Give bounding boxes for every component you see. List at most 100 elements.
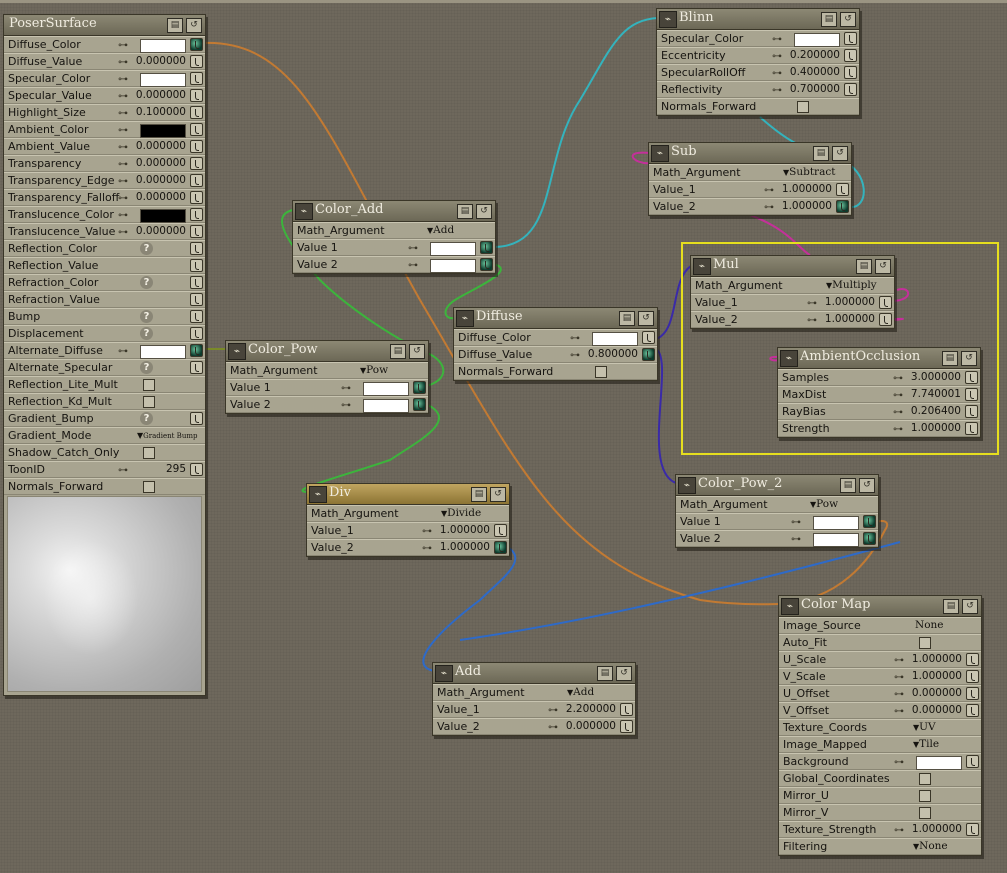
- color-swatch[interactable]: [916, 756, 962, 770]
- param-value[interactable]: 0.000000: [565, 720, 616, 732]
- input-plug-icon[interactable]: [190, 259, 203, 272]
- input-plug-icon[interactable]: [966, 653, 979, 666]
- color-map-titlebar[interactable]: ⌁ Color Map ▤ ↺: [779, 596, 981, 617]
- input-plug-icon[interactable]: [642, 331, 655, 344]
- param-row[interactable]: Value_1⊶2.200000: [433, 701, 635, 718]
- param-row[interactable]: Normals_Forward: [657, 98, 859, 115]
- input-plug-icon[interactable]: [965, 422, 978, 435]
- param-row[interactable]: Bump?: [4, 308, 205, 325]
- param-value[interactable]: 3.000000: [910, 371, 961, 383]
- param-row[interactable]: Gradient_Bump?: [4, 410, 205, 427]
- checkbox[interactable]: [919, 637, 931, 649]
- collapse-icon[interactable]: ▤: [840, 478, 856, 493]
- dropdown-select[interactable]: ▼None: [913, 840, 948, 852]
- param-row[interactable]: Texture_Coords▼UV: [779, 719, 981, 736]
- input-plug-icon[interactable]: [965, 405, 978, 418]
- param-row[interactable]: RayBias⊶0.206400: [778, 403, 980, 420]
- param-row[interactable]: ToonID⊶295: [4, 461, 205, 478]
- param-row[interactable]: Translucence_Value⊶0.000000: [4, 223, 205, 240]
- diffuse-node[interactable]: ⌁ Diffuse ▤ ↺ Diffuse_Color⊶Diffuse_Valu…: [453, 307, 658, 381]
- collapse-icon[interactable]: ▤: [167, 18, 183, 33]
- param-row[interactable]: Value 1⊶: [676, 513, 878, 530]
- param-row[interactable]: Alternate_Diffuse⊶: [4, 342, 205, 359]
- dropdown-select[interactable]: ▼Multiply: [826, 279, 877, 291]
- param-row[interactable]: Transparency_Falloff⊶0.000000: [4, 189, 205, 206]
- param-value[interactable]: 1.000000: [439, 524, 490, 536]
- collapse-icon[interactable]: ▤: [457, 204, 473, 219]
- param-row[interactable]: Refraction_Color?: [4, 274, 205, 291]
- ambient-occlusion-titlebar[interactable]: ⌁ AmbientOcclusion ▤ ↺: [778, 348, 980, 369]
- input-plug-icon[interactable]: [966, 670, 979, 683]
- color-swatch[interactable]: [813, 533, 859, 547]
- param-value[interactable]: 1.000000: [911, 823, 962, 835]
- checkbox[interactable]: [143, 447, 155, 459]
- collapse-icon[interactable]: ▤: [619, 311, 635, 326]
- input-plug-icon[interactable]: [642, 348, 655, 361]
- preview-toggle-icon[interactable]: ↺: [476, 204, 492, 219]
- param-row[interactable]: Strength⊶1.000000: [778, 420, 980, 437]
- color-add-titlebar[interactable]: ⌁ Color_Add ▤ ↺: [293, 201, 495, 222]
- add-titlebar[interactable]: ⌁ Add ▤ ↺: [433, 663, 635, 684]
- param-row[interactable]: Transparency⊶0.000000: [4, 155, 205, 172]
- input-plug-icon[interactable]: [836, 183, 849, 196]
- param-value[interactable]: 1.000000: [824, 296, 875, 308]
- param-row[interactable]: Alternate_Specular?: [4, 359, 205, 376]
- input-plug-icon[interactable]: [190, 225, 203, 238]
- help-icon[interactable]: ?: [140, 412, 153, 425]
- color-swatch[interactable]: [430, 242, 476, 256]
- collapse-icon[interactable]: ▤: [942, 351, 958, 366]
- param-row[interactable]: Eccentricity⊶0.200000: [657, 47, 859, 64]
- param-value[interactable]: 0.100000: [135, 106, 186, 118]
- param-row[interactable]: Normals_Forward: [4, 478, 205, 495]
- checkbox[interactable]: [595, 366, 607, 378]
- input-plug-icon[interactable]: [190, 208, 203, 221]
- param-value[interactable]: 0.000000: [135, 225, 186, 237]
- param-row[interactable]: Displacement?: [4, 325, 205, 342]
- color-swatch[interactable]: [363, 399, 409, 413]
- diffuse-titlebar[interactable]: ⌁ Diffuse ▤ ↺: [454, 308, 657, 329]
- color-swatch[interactable]: [140, 345, 186, 359]
- input-plug-icon[interactable]: [190, 412, 203, 425]
- preview-toggle-icon[interactable]: ↺: [638, 311, 654, 326]
- input-plug-icon[interactable]: [844, 32, 857, 45]
- param-value[interactable]: 295: [165, 463, 186, 475]
- param-row[interactable]: Math_Argument▼Pow: [226, 362, 428, 379]
- param-row[interactable]: Reflection_Value: [4, 257, 205, 274]
- input-plug-icon[interactable]: [190, 191, 203, 204]
- param-row[interactable]: Value 1⊶: [226, 379, 428, 396]
- input-plug-icon[interactable]: [620, 703, 633, 716]
- param-row[interactable]: Reflectivity⊶0.700000: [657, 81, 859, 98]
- param-row[interactable]: Value 2⊶: [226, 396, 428, 413]
- preview-toggle-icon[interactable]: ↺: [490, 487, 506, 502]
- checkbox[interactable]: [919, 790, 931, 802]
- color-pow-2-titlebar[interactable]: ⌁ Color_Pow_2 ▤ ↺: [676, 475, 878, 496]
- input-plug-icon[interactable]: [190, 344, 203, 357]
- dropdown-select[interactable]: ▼UV: [913, 721, 936, 733]
- checkbox[interactable]: [919, 807, 931, 819]
- collapse-icon[interactable]: ▤: [943, 599, 959, 614]
- preview-toggle-icon[interactable]: ↺: [859, 478, 875, 493]
- param-row[interactable]: Value 2⊶: [676, 530, 878, 547]
- param-value[interactable]: 0.000000: [135, 174, 186, 186]
- param-value[interactable]: 0.000000: [911, 687, 962, 699]
- param-value[interactable]: 0.400000: [789, 66, 840, 78]
- help-icon[interactable]: ?: [140, 327, 153, 340]
- input-plug-icon[interactable]: [844, 66, 857, 79]
- param-value[interactable]: 0.200000: [789, 49, 840, 61]
- param-row[interactable]: Math_Argument▼Pow: [676, 496, 878, 513]
- poser-surface-titlebar[interactable]: PoserSurface ▤ ↺: [4, 15, 205, 36]
- param-row[interactable]: Ambient_Color⊶: [4, 121, 205, 138]
- input-plug-icon[interactable]: [413, 381, 426, 394]
- param-value[interactable]: 7.740001: [910, 388, 961, 400]
- input-plug-icon[interactable]: [494, 524, 507, 537]
- color-swatch[interactable]: [813, 516, 859, 530]
- param-row[interactable]: Auto_Fit: [779, 634, 981, 651]
- param-value[interactable]: 0.000000: [135, 89, 186, 101]
- input-plug-icon[interactable]: [863, 515, 876, 528]
